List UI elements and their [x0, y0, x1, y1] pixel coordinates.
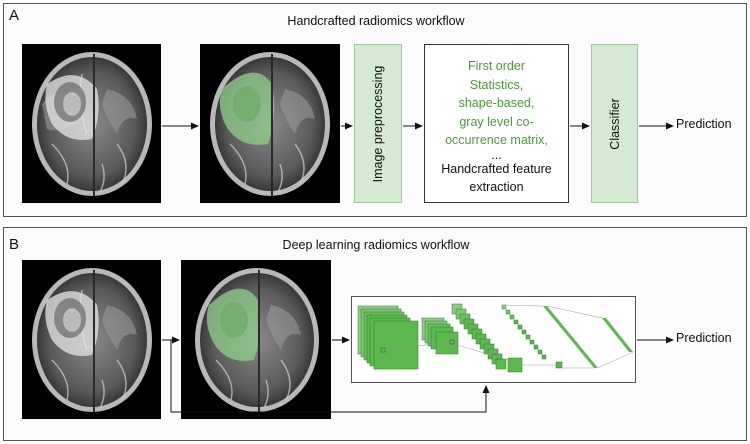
panel-b-letter: B	[9, 236, 20, 253]
mri-image-a1	[22, 44, 161, 203]
feature-line-1: First order	[468, 59, 525, 73]
panel-b-title: Deep learning radiomics workflow	[282, 238, 470, 252]
feature-line-3: shape-based,	[458, 96, 535, 110]
mri-image-b2-segmented	[181, 260, 331, 419]
feature-caption-1: Handcrafted feature	[441, 161, 552, 176]
feature-line-ellipsis: ...	[491, 147, 502, 162]
arrow-b-bypass-to-cnn	[170, 340, 490, 413]
cnn-connection-lines	[383, 304, 634, 369]
feature-line-2: Statistics,	[469, 77, 524, 92]
prediction-label-b: Prediction	[676, 331, 732, 345]
panel-a-letter: A	[9, 7, 20, 24]
mri-image-a2-segmented	[200, 44, 340, 203]
dense-layer-2	[602, 318, 633, 352]
dense-layer-1	[543, 306, 598, 368]
brain-scan-graphic-b	[32, 268, 152, 412]
segmented-brain-scan-graphic-b	[195, 268, 319, 412]
image-preprocessing-box: Image preprocessing	[354, 44, 402, 203]
classifier-box: Classifier	[591, 44, 638, 203]
feature-line-4: gray level co-	[459, 114, 534, 129]
feature-caption-2: extraction	[469, 180, 524, 194]
mri-image-b1	[22, 260, 161, 419]
prediction-label-a: Prediction	[676, 117, 732, 131]
brain-scan-graphic	[32, 52, 152, 196]
panel-a-title: Handcrafted radiomics workflow	[287, 14, 465, 28]
segmented-brain-scan-graphic	[210, 52, 330, 196]
handcrafted-feature-box: First order Statistics, shape-based, gra…	[424, 44, 569, 203]
cnn-layers	[357, 303, 563, 373]
feature-line-5: occurrence matrix,	[445, 133, 548, 147]
